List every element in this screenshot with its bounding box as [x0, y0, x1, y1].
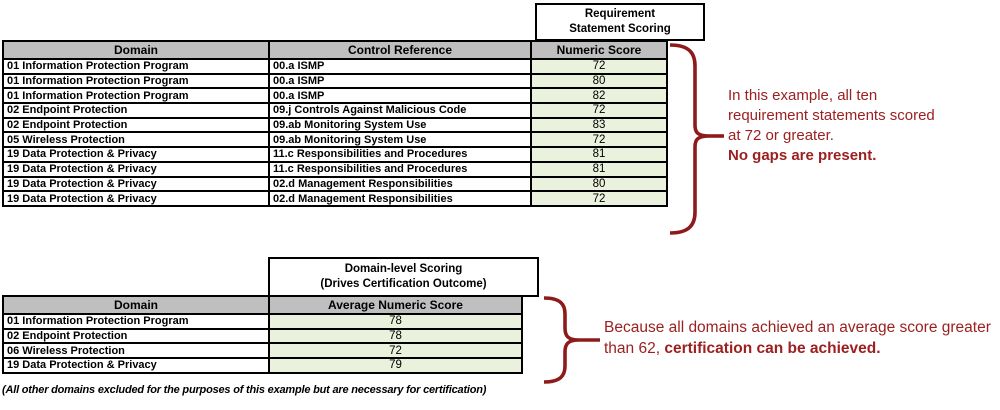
domain-scoring-table: Domain Average Numeric Score 01 Informat…: [2, 295, 523, 374]
bottom-annotation: Because all domains achieved an average …: [604, 317, 991, 359]
top-annotation: In this example, all ten requirement sta…: [728, 86, 935, 166]
domain-cell: 19 Data Protection & Privacy: [2, 190, 270, 207]
column-header-domain-bottom: Domain: [2, 295, 270, 315]
numeric-score-cell: 81: [530, 160, 668, 178]
requirement-table-row: 01 Information Protection Program 00.a I…: [2, 87, 668, 105]
top-callout-brace: [669, 43, 724, 235]
requirement-scoring-table: Domain Control Reference Numeric Score 0…: [2, 40, 668, 207]
requirement-table-row: 19 Data Protection & Privacy 11.c Respon…: [2, 146, 668, 163]
bottom-annotation-bold-part: certification can be achieved.: [664, 340, 881, 357]
control-reference-cell: 09.ab Monitoring System Use: [268, 131, 532, 149]
numeric-score-cell: 83: [530, 116, 668, 134]
average-score-cell: 79: [268, 357, 523, 374]
numeric-score-cell: 80: [530, 175, 668, 193]
requirement-table-row: 19 Data Protection & Privacy 11.c Respon…: [2, 160, 668, 178]
domain-cell: 01 Information Protection Program: [2, 58, 270, 75]
numeric-score-cell: 72: [530, 58, 668, 75]
domain-table-row: 01 Information Protection Program 78: [2, 313, 523, 330]
top-annotation-line2: requirement statements scored: [728, 107, 935, 124]
domain-cell: 02 Endpoint Protection: [2, 327, 270, 345]
domain-cell: 19 Data Protection & Privacy: [2, 160, 270, 178]
top-annotation-bold-line: No gaps are present.: [728, 147, 877, 164]
numeric-score-cell: 82: [530, 87, 668, 105]
domain-table-header-row: Domain Average Numeric Score: [2, 295, 523, 315]
control-reference-cell: 09.j Controls Against Malicious Code: [268, 102, 532, 119]
requirement-table-row: 02 Endpoint Protection 09.j Controls Aga…: [2, 102, 668, 119]
domain-cell: 19 Data Protection & Privacy: [2, 357, 270, 374]
control-reference-cell: 09.ab Monitoring System Use: [268, 116, 532, 134]
numeric-score-cell: 72: [530, 102, 668, 119]
requirement-statement-scoring-header: Requirement Statement Scoring: [535, 3, 705, 41]
requirement-statement-scoring-line1: Requirement: [584, 8, 656, 20]
control-reference-cell: 00.a ISMP: [268, 87, 532, 105]
control-reference-cell: 02.d Management Responsibilities: [268, 175, 532, 193]
bottom-annotation-normal-part: than 62,: [604, 340, 665, 357]
column-header-numeric-score: Numeric Score: [530, 40, 668, 60]
domain-table-row: 19 Data Protection & Privacy 79: [2, 357, 523, 374]
requirement-table-row: 01 Information Protection Program 00.a I…: [2, 58, 668, 75]
domain-cell: 02 Endpoint Protection: [2, 102, 270, 119]
control-reference-cell: 11.c Responsibilities and Procedures: [268, 146, 532, 163]
requirement-table-row: 19 Data Protection & Privacy 02.d Manage…: [2, 190, 668, 207]
average-score-cell: 78: [268, 313, 523, 330]
requirement-statement-scoring-line2: Statement Scoring: [569, 23, 671, 35]
domain-level-scoring-line2: (Drives Certification Outcome): [320, 278, 487, 290]
requirement-table-row: 01 Information Protection Program 00.a I…: [2, 72, 668, 90]
numeric-score-cell: 80: [530, 72, 668, 90]
domain-level-scoring-header: Domain-level Scoring (Drives Certificati…: [268, 257, 539, 297]
average-score-cell: 78: [268, 327, 523, 345]
control-reference-cell: 00.a ISMP: [268, 72, 532, 90]
domain-cell: 06 Wireless Protection: [2, 342, 270, 360]
numeric-score-cell: 81: [530, 146, 668, 163]
domain-level-scoring-line1: Domain-level Scoring: [344, 263, 463, 275]
bottom-annotation-line1: Because all domains achieved an average …: [604, 319, 991, 336]
average-score-cell: 72: [268, 342, 523, 360]
bottom-annotation-line2: than 62, certification can be achieved.: [604, 338, 991, 359]
bottom-callout-brace: [543, 296, 600, 384]
requirement-table-header-row: Domain Control Reference Numeric Score: [2, 40, 668, 60]
domain-cell: 01 Information Protection Program: [2, 72, 270, 90]
domain-cell: 02 Endpoint Protection: [2, 116, 270, 134]
requirement-table-row: 19 Data Protection & Privacy 02.d Manage…: [2, 175, 668, 193]
domain-table-row: 02 Endpoint Protection 78: [2, 327, 523, 345]
requirement-table-row: 05 Wireless Protection 09.ab Monitoring …: [2, 131, 668, 149]
column-header-average-numeric-score: Average Numeric Score: [268, 295, 523, 315]
control-reference-cell: 11.c Responsibilities and Procedures: [268, 160, 532, 178]
requirement-table-row: 02 Endpoint Protection 09.ab Monitoring …: [2, 116, 668, 134]
column-header-domain: Domain: [2, 40, 270, 60]
top-annotation-line3: at 72 or greater.: [728, 127, 834, 144]
control-reference-cell: 02.d Management Responsibilities: [268, 190, 532, 207]
domain-cell: 19 Data Protection & Privacy: [2, 175, 270, 193]
numeric-score-cell: 72: [530, 131, 668, 149]
column-header-control-reference: Control Reference: [268, 40, 532, 60]
numeric-score-cell: 72: [530, 190, 668, 207]
domain-cell: 01 Information Protection Program: [2, 313, 270, 330]
control-reference-cell: 00.a ISMP: [268, 58, 532, 75]
domain-cell: 05 Wireless Protection: [2, 131, 270, 149]
excluded-domains-footnote: (All other domains excluded for the purp…: [2, 384, 487, 396]
top-annotation-line1: In this example, all ten: [728, 87, 878, 104]
domain-table-row: 06 Wireless Protection 72: [2, 342, 523, 360]
domain-cell: 01 Information Protection Program: [2, 87, 270, 105]
domain-cell: 19 Data Protection & Privacy: [2, 146, 270, 163]
